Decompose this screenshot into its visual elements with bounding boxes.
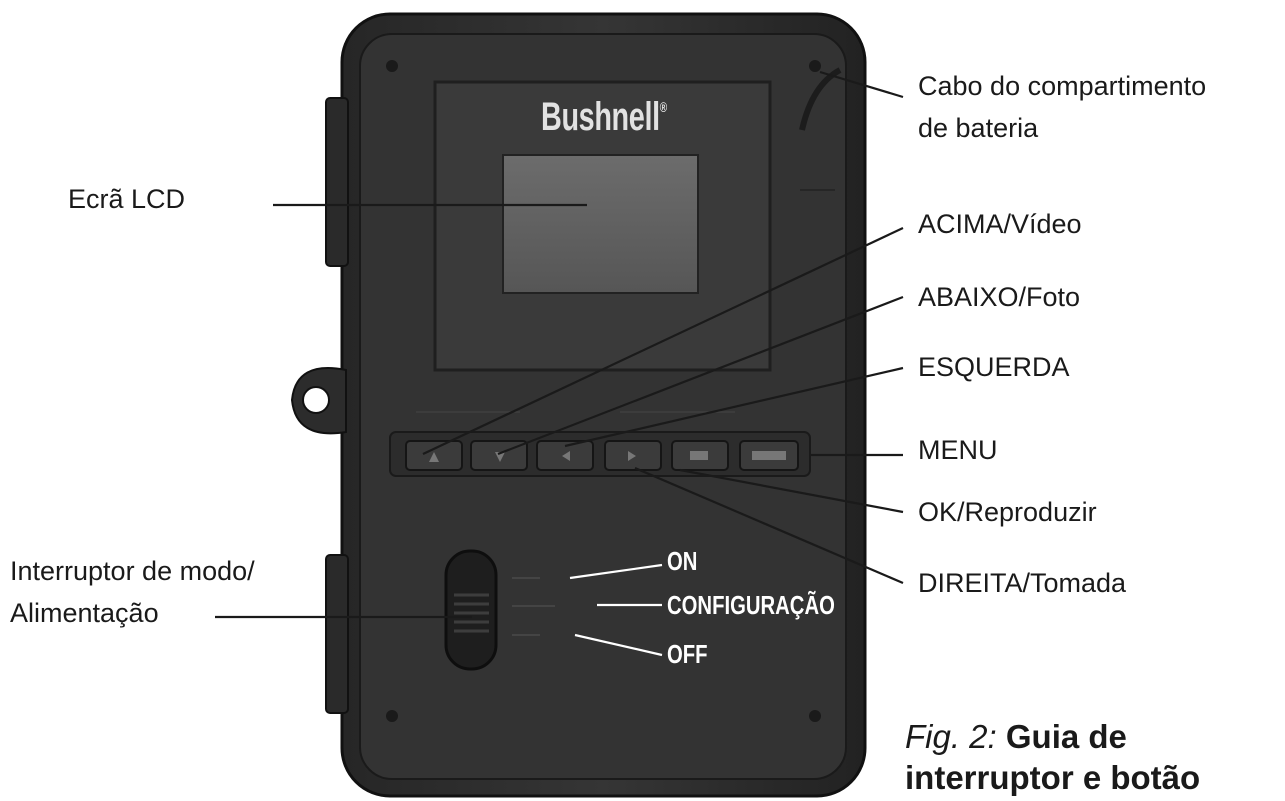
- label-menu: MENU: [918, 435, 998, 465]
- switch-leaders: [569, 563, 663, 657]
- mode-switch: [444, 549, 498, 671]
- leader-up-video: [422, 227, 904, 455]
- leader-down-photo: [497, 295, 904, 456]
- bottom-hinge: [325, 554, 349, 714]
- leader-ok-play: [679, 468, 904, 514]
- label-ok-play: OK/Reproduzir: [918, 497, 1097, 527]
- label-mode-switch-line2: Alimentação: [10, 598, 159, 628]
- brand-logo: Bushnell®: [541, 95, 667, 139]
- leader-left: [564, 366, 904, 448]
- label-left: ESQUERDA: [918, 352, 1070, 382]
- figure-caption: Fig. 2: Guia de interruptor e botão: [905, 716, 1200, 798]
- label-battery-latch-line1: Cabo do compartimento: [918, 71, 1207, 101]
- switch-label-off: OFF: [667, 639, 708, 669]
- top-hinge: [325, 97, 349, 267]
- label-right-shot: DIREITA/Tomada: [918, 568, 1127, 598]
- switch-label-on: ON: [667, 546, 698, 576]
- label-up-video: ACIMA/Vídeo: [918, 209, 1082, 239]
- switch-label-setup: CONFIGURAÇÃO: [667, 590, 835, 620]
- leader-right-shot: [634, 466, 904, 585]
- leader-lines: [215, 70, 904, 619]
- label-lcd: Ecrã LCD: [68, 184, 186, 214]
- label-battery-latch-line2: de bateria: [918, 113, 1039, 143]
- lcd-screen: [502, 154, 699, 294]
- leader-battery-latch: [819, 70, 904, 99]
- figure-number: Fig. 2:: [905, 718, 997, 755]
- battery-latch: [799, 67, 842, 131]
- caption-line2: interruptor e botão: [905, 759, 1201, 796]
- label-down-photo: ABAIXO/Foto: [918, 282, 1081, 312]
- caption-line1: Guia de: [1005, 718, 1127, 755]
- label-mode-switch-line1: Interruptor de modo/: [10, 556, 255, 586]
